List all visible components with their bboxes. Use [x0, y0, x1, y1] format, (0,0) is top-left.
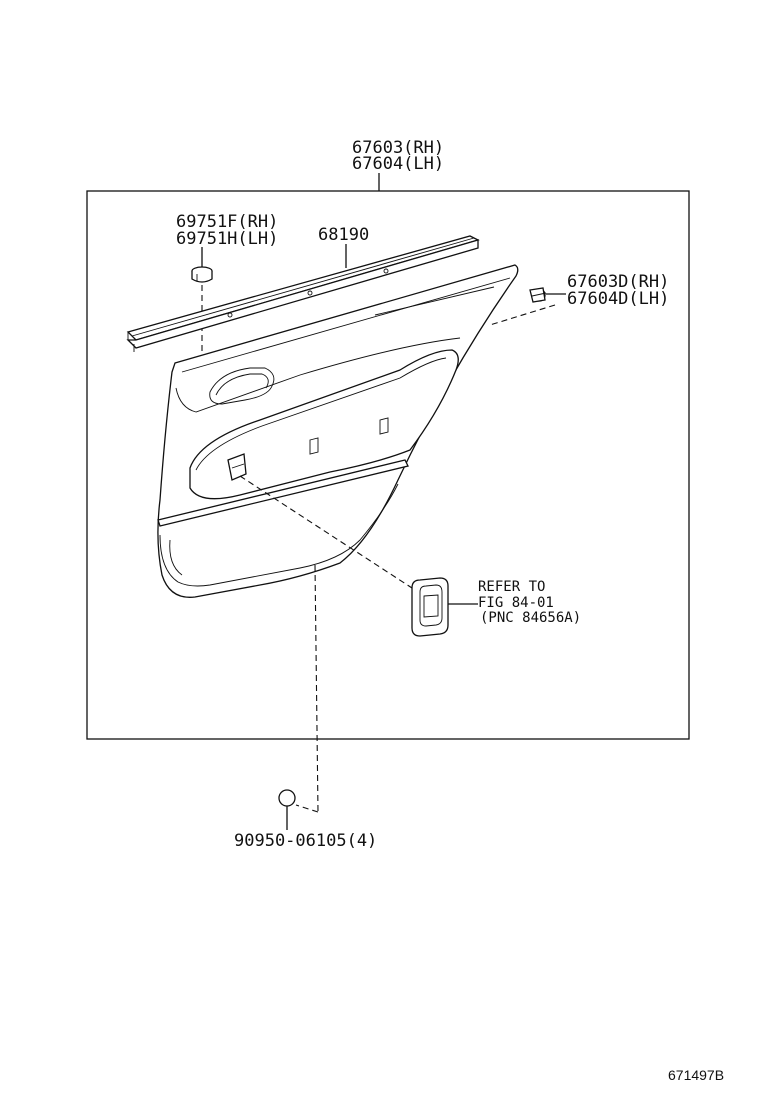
label-weatherstrip[interactable]: 68190 [318, 225, 369, 245]
figure-code: 671497B [668, 1067, 724, 1083]
assembly-frame [86, 190, 690, 740]
handle-bezel-part[interactable] [411, 577, 449, 637]
clip-dash-line [489, 304, 556, 326]
screw-dash-line-2 [295, 804, 319, 813]
label-door-trim-lh[interactable]: 67604(LH) [352, 154, 444, 174]
label-clip-lh[interactable]: 67604D(LH) [567, 289, 669, 309]
label-clip-rh[interactable]: 67603D(RH) [567, 272, 669, 292]
weatherstrip-part[interactable] [126, 235, 480, 352]
cap-part[interactable] [191, 266, 213, 283]
label-refer-line3: (PNC 84656A) [480, 610, 581, 626]
screw-part[interactable] [278, 789, 296, 807]
label-screw[interactable]: 90950-06105(4) [234, 831, 377, 851]
label-door-trim-rh[interactable]: 67603(RH) [352, 138, 444, 158]
label-refer-line1: REFER TO [478, 579, 545, 595]
clip-part[interactable] [529, 287, 547, 303]
door-trim-panel[interactable] [157, 264, 519, 598]
screw-dash-line [314, 564, 319, 813]
handle-dash-line [239, 475, 413, 589]
label-cap-rh[interactable]: 69751F(RH) [176, 212, 278, 232]
label-cap-lh[interactable]: 69751H(LH) [176, 229, 278, 249]
label-refer-line2[interactable]: FIG 84-01 [478, 595, 554, 611]
